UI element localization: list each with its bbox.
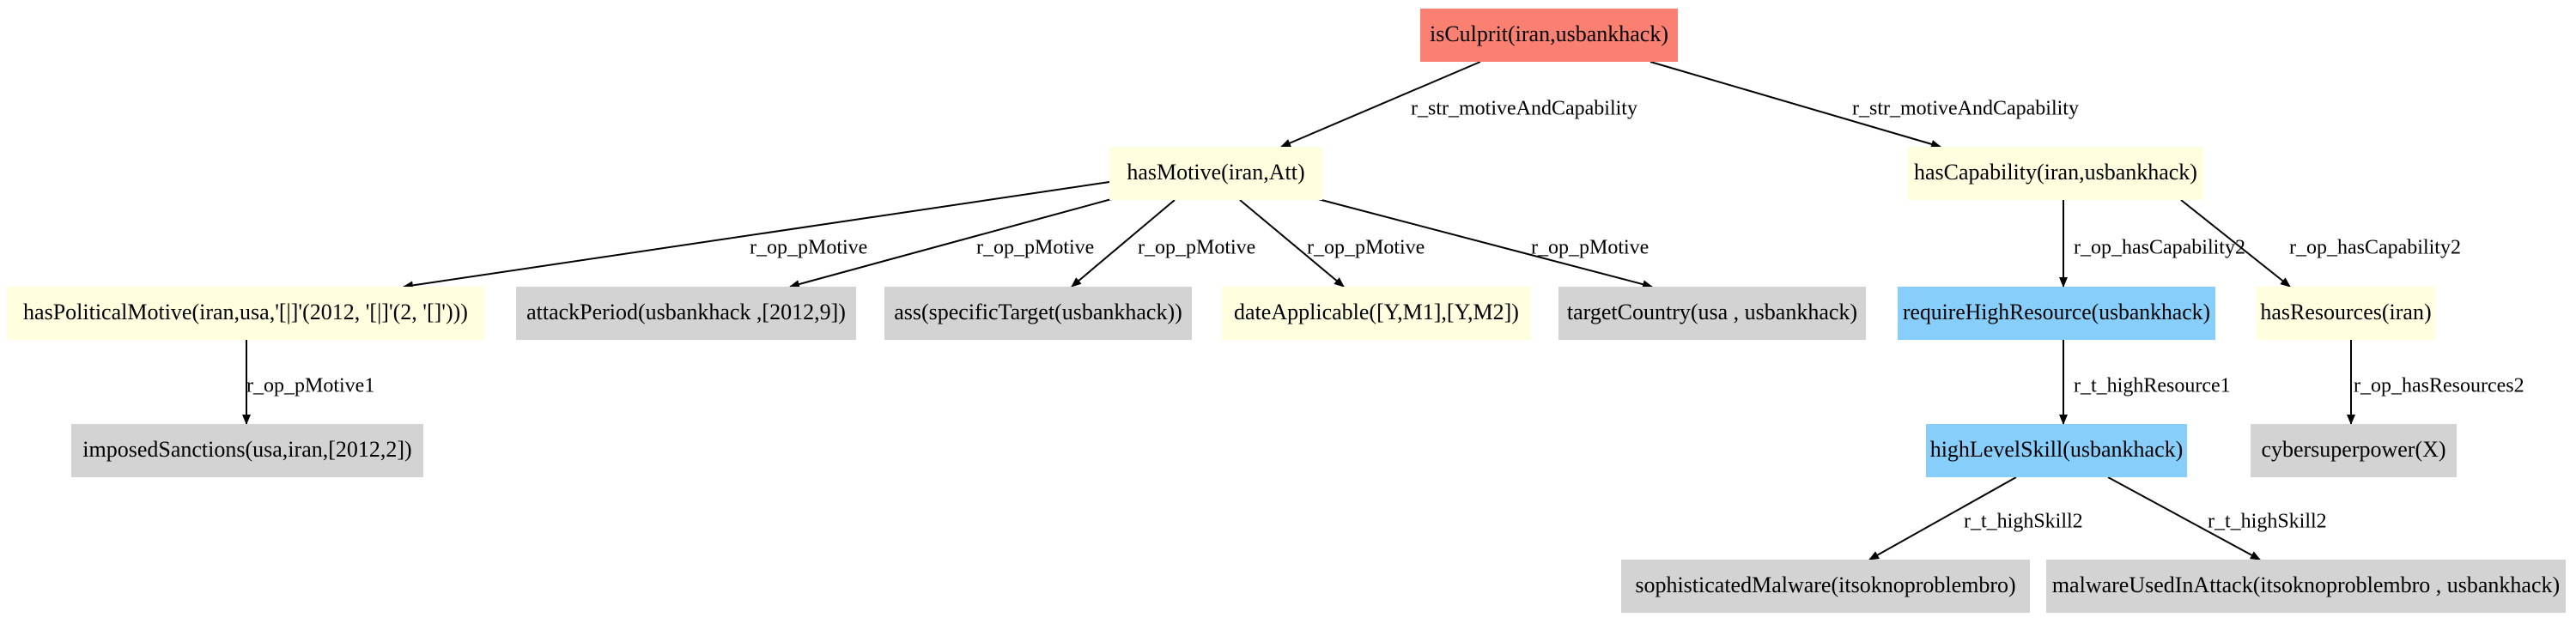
edge-label-r-op-pmotive1: r_op_pMotive1 — [246, 375, 374, 397]
node-box — [1109, 147, 1322, 200]
node-label: imposedSanctions(usa,iran,[2012,2]) — [82, 437, 411, 462]
node-cybersuperpower-x: cybersuperpower(X) — [2251, 424, 2457, 477]
node-box — [516, 287, 856, 340]
node-isculprit-iran-usbankhack: isCulprit(iran,usbankhack) — [1420, 9, 1678, 62]
node-targetcountry-usa-usbankhack: targetCountry(usa , usbankhack) — [1558, 287, 1866, 340]
edge-label-r-t-highresource1: r_t_highResource1 — [2074, 375, 2231, 397]
node-label: requireHighResource(usbankhack) — [1903, 300, 2210, 324]
edge-n11-n14-arrow — [2107, 476, 2261, 560]
edge-label-r-str-motiveandcapability: r_str_motiveAndCapability — [1411, 98, 1637, 120]
node-box — [71, 424, 423, 477]
node-box — [2046, 560, 2566, 613]
node-label: ass(specificTarget(usbankhack)) — [894, 300, 1182, 324]
edge-n1-n4-arrow — [789, 197, 1115, 288]
node-label: cybersuperpower(X) — [2261, 437, 2445, 462]
node-box — [1908, 147, 2203, 200]
edge-label-r-op-pmotive: r_op_pMotive — [976, 237, 1094, 259]
edge-label-r-op-pmotive: r_op_pMotive — [1531, 237, 1649, 259]
edge-n1-n5-arrow — [1071, 199, 1176, 288]
node-label: sophisticatedMalware(itsoknoproblembro) — [1635, 573, 2015, 597]
node-hasresources-iran: hasResources(iran) — [2257, 287, 2435, 340]
node-highlevelskill-usbankhack: highLevelSkill(usbankhack) — [1926, 424, 2187, 477]
node-dateapplicable-y-m1-y-m2: dateApplicable([Y,M1],[Y,M2]) — [1222, 287, 1531, 340]
node-box — [2257, 287, 2435, 340]
edge-label-r-t-highskill2: r_t_highSkill2 — [2208, 511, 2327, 533]
node-label: attackPeriod(usbankhack ,[2012,9]) — [526, 300, 846, 324]
node-box — [884, 287, 1192, 340]
node-label: highLevelSkill(usbankhack) — [1930, 437, 2184, 462]
node-box — [1926, 424, 2187, 477]
edge-n2-n9-arrow — [2180, 199, 2291, 288]
node-hasmotive-iran-att: hasMotive(iran,Att) — [1109, 147, 1322, 200]
node-label: dateApplicable([Y,M1],[Y,M2]) — [1234, 300, 1519, 324]
node-box — [1558, 287, 1866, 340]
node-box — [1420, 9, 1678, 62]
node-box — [7, 287, 484, 340]
node-label: hasMotive(iran,Att) — [1127, 160, 1304, 185]
node-malwareusedinattack-itsoknoproblembro-usbankhack: malwareUsedInAttack(itsoknoproblembro , … — [2046, 560, 2566, 613]
node-imposedsanctions-usa-iran-2012-2: imposedSanctions(usa,iran,[2012,2]) — [71, 424, 423, 477]
edge-label-r-t-highskill2: r_t_highSkill2 — [1964, 511, 2083, 533]
node-label: isCulprit(iran,usbankhack) — [1430, 21, 1668, 46]
node-sophisticatedmalware-itsoknoproblembro: sophisticatedMalware(itsoknoproblembro) — [1621, 560, 2030, 613]
edge-label-r-op-pmotive: r_op_pMotive — [1138, 237, 1255, 259]
edge-label-r-op-hascapability2: r_op_hasCapability2 — [2289, 237, 2461, 259]
node-box — [1621, 560, 2030, 613]
node-label: malwareUsedInAttack(itsoknoproblembro , … — [2052, 573, 2560, 597]
edge-label-r-op-pmotive: r_op_pMotive — [1307, 237, 1425, 259]
node-box — [1222, 287, 1531, 340]
edge-n0-n2-arrow — [1649, 61, 1941, 148]
node-haspoliticalmotive-iran-usa-2012-2: hasPoliticalMotive(iran,usa,'[|]'(2012, … — [7, 287, 484, 340]
edges-layer: r_str_motiveAndCapability r_str_motiveAnd… — [242, 61, 2524, 560]
edge-label-r-op-pmotive: r_op_pMotive — [750, 237, 867, 259]
edge-n11-n13-arrow — [1868, 476, 2017, 560]
node-hascapability-iran-usbankhack: hasCapability(iran,usbankhack) — [1908, 147, 2203, 200]
nodes-layer: isCulprit(iran,usbankhack) hasMotive(iran… — [7, 9, 2566, 613]
node-box — [1898, 287, 2215, 340]
edge-n0-n1-arrow — [1280, 61, 1481, 148]
node-ass-specifictarget-usbankhack: ass(specificTarget(usbankhack)) — [884, 287, 1192, 340]
node-label: hasResources(iran) — [2260, 300, 2431, 324]
node-box — [2251, 424, 2457, 477]
node-label: hasCapability(iran,usbankhack) — [1914, 160, 2197, 185]
edge-label-r-str-motiveandcapability: r_str_motiveAndCapability — [1852, 98, 2079, 120]
edge-n1-n6-arrow — [1239, 199, 1345, 288]
node-label: targetCountry(usa , usbankhack) — [1567, 300, 1857, 324]
edge-n1-n3-arrow — [403, 181, 1110, 290]
node-attackperiod-usbankhack-2012-9: attackPeriod(usbankhack ,[2012,9]) — [516, 287, 856, 340]
node-requirehighresource-usbankhack: requireHighResource(usbankhack) — [1898, 287, 2215, 340]
edge-label-r-op-hascapability2: r_op_hasCapability2 — [2074, 237, 2245, 259]
edge-n1-n7-arrow — [1304, 195, 1653, 289]
edge-label-r-op-hasresources2: r_op_hasResources2 — [2354, 375, 2524, 397]
node-label: hasPoliticalMotive(iran,usa,'[|]'(2012, … — [23, 300, 468, 324]
